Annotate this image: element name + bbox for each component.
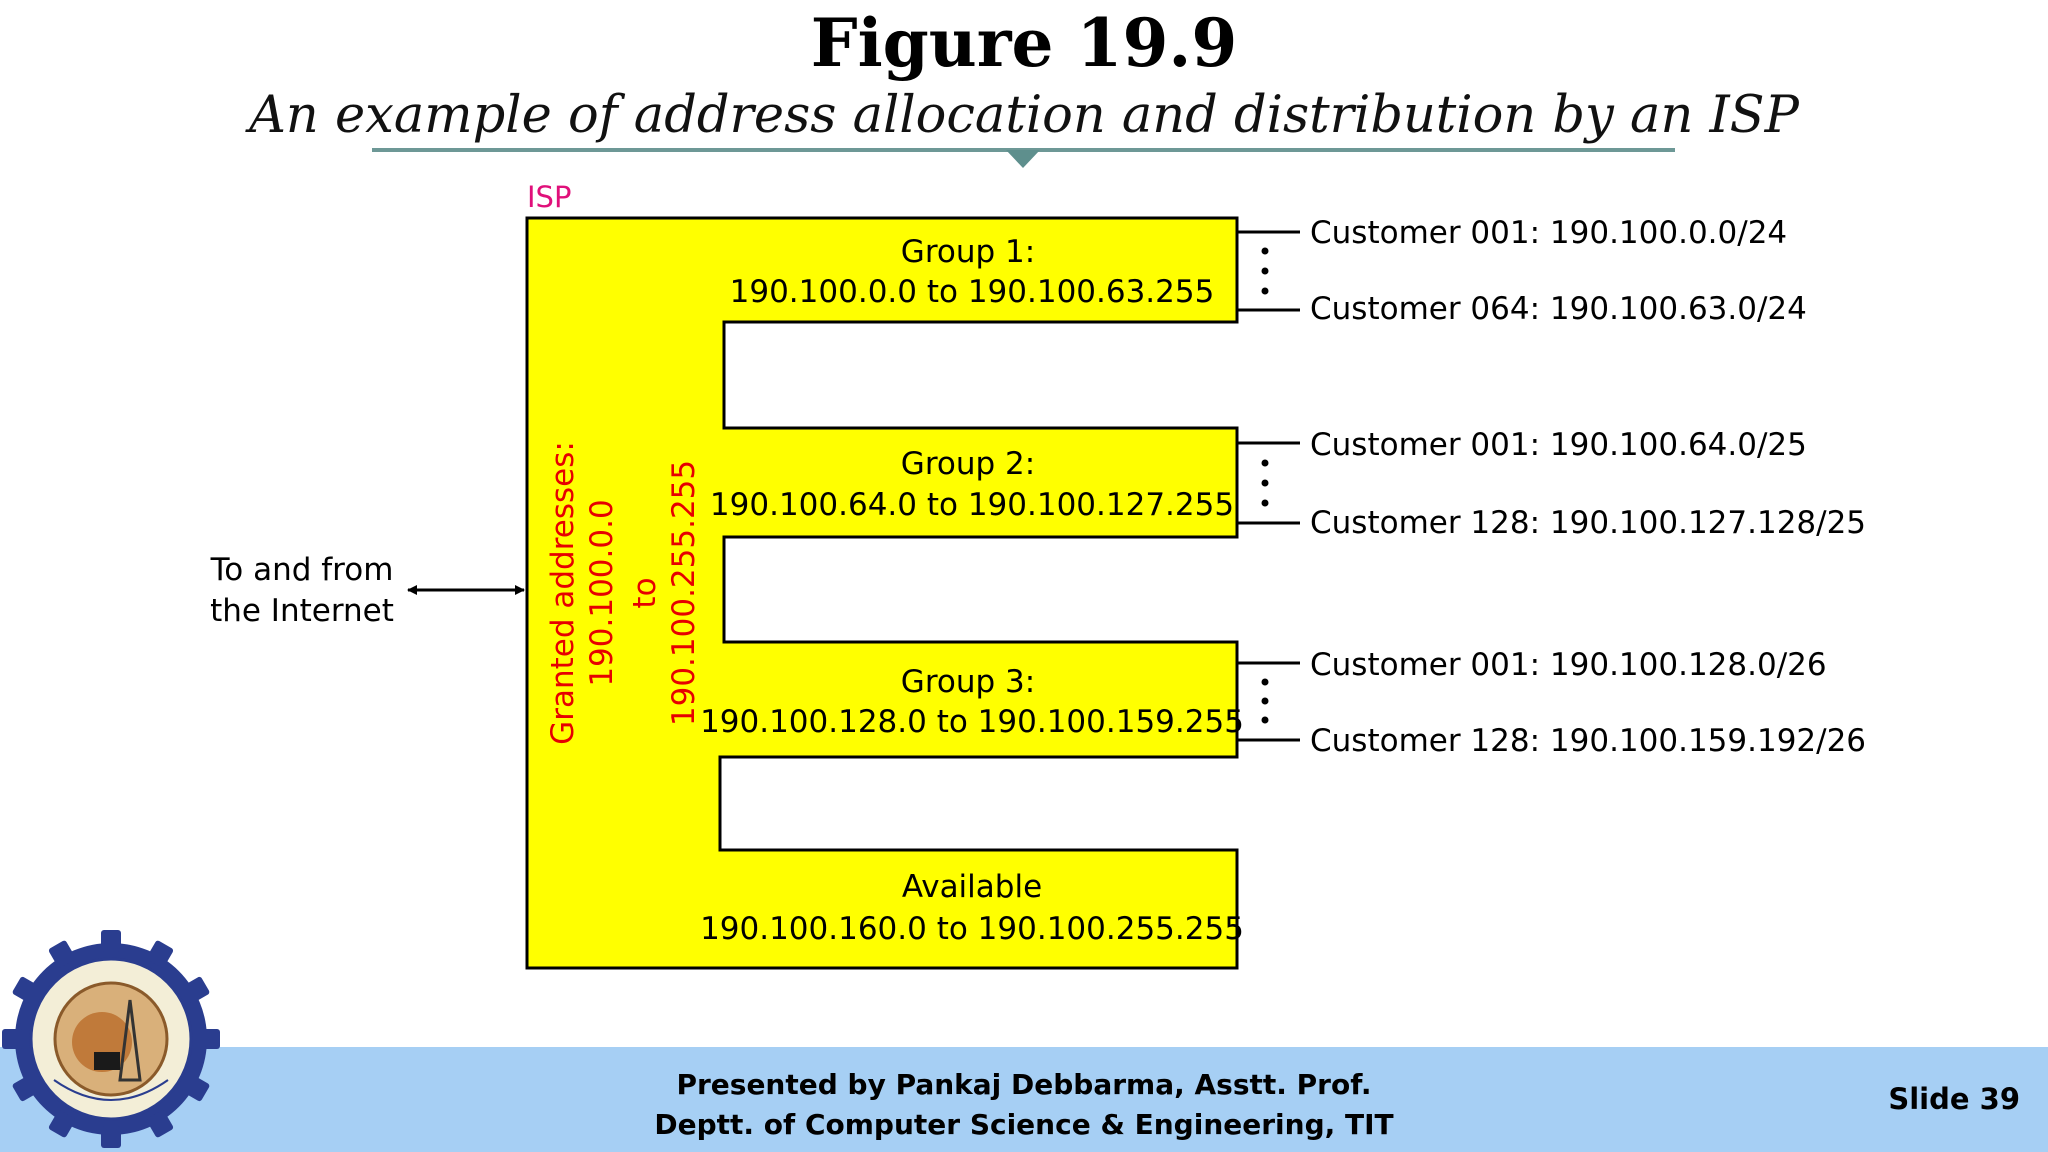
group-2-ellipsis-icon — [1261, 459, 1269, 507]
footer-department: Deptt. of Computer Science & Engineering… — [654, 1108, 1394, 1141]
granted-start: 190.100.0.0 — [584, 499, 620, 686]
available-range: 190.100.160.0 to 190.100.255.255 — [700, 911, 1244, 947]
group-3-first-customer: Customer 001: 190.100.128.0/26 — [1310, 647, 1827, 683]
isp-address-block — [525, 216, 1239, 970]
available-name: Available — [902, 869, 1042, 905]
group-1-range: 190.100.0.0 to 190.100.63.255 — [730, 274, 1215, 310]
footer-presenter: Presented by Pankaj Debbarma, Asstt. Pro… — [676, 1068, 1372, 1101]
isp-allocation-diagram: ISP To and from the Internet Granted add… — [210, 180, 1866, 970]
footer-bar — [0, 1047, 2048, 1152]
isp-label: ISP — [527, 180, 571, 214]
group-2-range: 190.100.64.0 to 190.100.127.255 — [710, 487, 1234, 523]
granted-to: to — [627, 577, 663, 608]
internet-label-line2: the Internet — [210, 593, 394, 629]
slide-number: Slide 39 — [1888, 1082, 2020, 1116]
institute-logo-icon — [2, 930, 220, 1148]
divider-notch-icon — [1006, 150, 1040, 168]
group-1-ellipsis-icon — [1261, 247, 1269, 295]
group-3-range: 190.100.128.0 to 190.100.159.255 — [700, 704, 1244, 740]
granted-label: Granted addresses: — [545, 441, 581, 745]
figure-subtitle: An example of address allocation and dis… — [249, 86, 1799, 145]
group-2-first-customer: Customer 001: 190.100.64.0/25 — [1310, 427, 1807, 463]
group-3-last-customer: Customer 128: 190.100.159.192/26 — [1310, 723, 1866, 759]
group-1-first-customer: Customer 001: 190.100.0.0/24 — [1310, 215, 1787, 251]
group-1-name: Group 1: — [901, 234, 1035, 270]
group-1-last-customer: Customer 064: 190.100.63.0/24 — [1310, 291, 1807, 327]
group-3-name: Group 3: — [901, 664, 1035, 700]
group-2-name: Group 2: — [901, 446, 1035, 482]
internet-label-line1: To and from — [210, 552, 394, 588]
group-2-last-customer: Customer 128: 190.100.127.128/25 — [1310, 505, 1866, 541]
granted-end: 190.100.255.255 — [666, 460, 702, 726]
group-3-ellipsis-icon — [1261, 678, 1269, 724]
figure-title: Figure 19.9 — [810, 4, 1238, 82]
